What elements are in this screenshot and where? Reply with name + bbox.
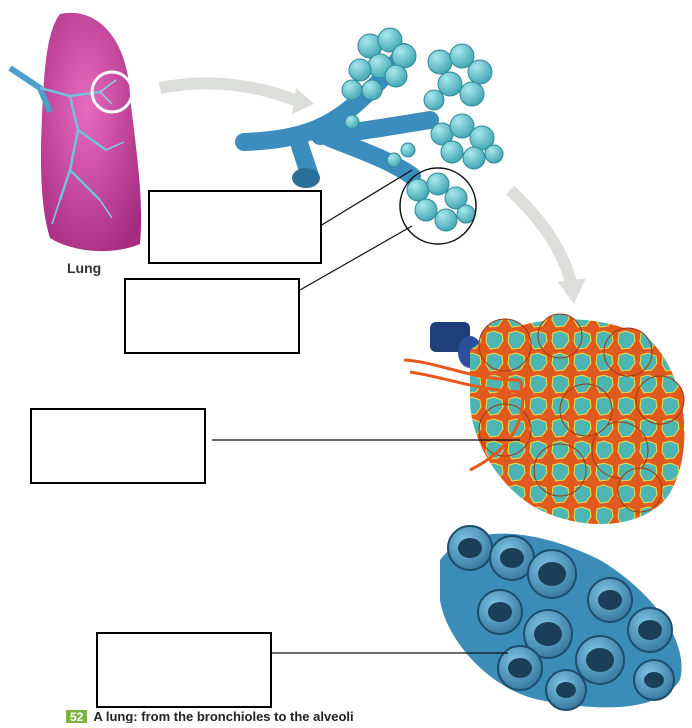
figure-number: 52 (66, 710, 87, 723)
label-box-1[interactable] (148, 190, 322, 264)
lung-label: Lung (67, 260, 101, 276)
label-box-2[interactable] (124, 278, 300, 354)
figure-caption-text: A lung: from the bronchioles to the alve… (93, 709, 353, 723)
leader-line-1 (320, 170, 412, 226)
label-box-3[interactable] (30, 408, 206, 484)
figure-caption: 52 A lung: from the bronchioles to the al… (66, 709, 692, 723)
arrow-to-bronchiole (160, 83, 300, 102)
lung-illustration (10, 13, 141, 251)
capillary-network-illustration (404, 314, 684, 524)
arrow-to-capillary-view (510, 190, 572, 286)
alveoli-cross-section-illustration (440, 526, 682, 710)
label-box-4[interactable] (96, 632, 272, 708)
